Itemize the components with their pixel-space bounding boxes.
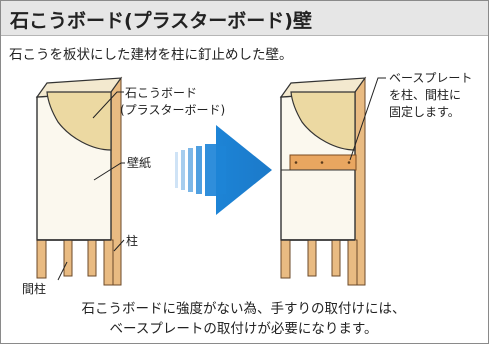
gypsum-board-label: 石こうボード	[125, 86, 198, 100]
right-gypsum-core	[290, 91, 356, 151]
right-stud-1	[307, 239, 317, 277]
page-title: 石こうボード(プラスターボード)壁	[10, 10, 312, 32]
note-line1: 石こうボードに強度がない為、手すりの取付けには、	[81, 301, 406, 317]
right-pillar-right	[347, 239, 358, 286]
right-pillar-left	[280, 239, 291, 279]
stud-label: 間柱	[22, 282, 47, 296]
base-plate-label-line3: 固定します。	[389, 105, 460, 119]
plaster-board-label: (プラスターボード)	[120, 103, 226, 117]
left-leader-lines	[57, 91, 125, 281]
right-wall	[279, 76, 367, 286]
base-plate-label-line2: を柱、間柱に	[389, 88, 462, 102]
left-pillar-right	[103, 239, 114, 286]
title-bar: 石こうボード(プラスターボード)壁	[1, 1, 488, 36]
left-gypsum-core	[46, 91, 112, 151]
note-line2: ベースプレートの取付けが必要になります。	[109, 321, 378, 337]
left-pillar-left	[36, 239, 47, 279]
transition-arrow	[175, 125, 272, 215]
subtitle: 石こうを板状にした建材を柱に釘止めした壁。	[9, 47, 293, 63]
left-stud-1	[63, 239, 73, 277]
left-stud-2	[87, 239, 97, 277]
base-plate-leader	[349, 77, 386, 161]
base-plate-label-line1: ベースプレート	[389, 71, 473, 85]
right-stud-2	[331, 239, 341, 277]
wallpaper-label: 壁紙	[127, 156, 152, 170]
left-wall	[35, 76, 123, 286]
pillar-label: 柱	[126, 234, 139, 248]
arrow-head	[216, 125, 272, 215]
